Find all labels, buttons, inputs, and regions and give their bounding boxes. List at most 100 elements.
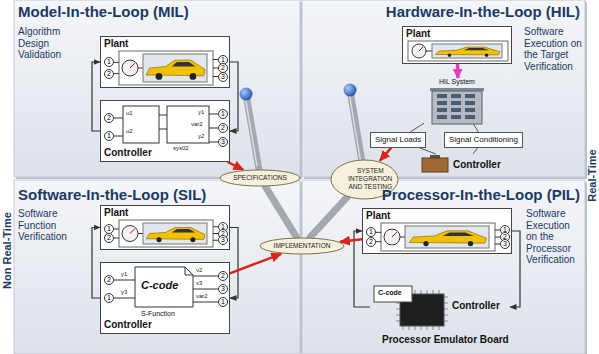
car-wheel xyxy=(448,54,451,57)
cabinet-window xyxy=(465,94,475,98)
signal-name: y1 xyxy=(121,271,127,278)
signal-wire xyxy=(114,280,135,281)
hil-cabinet xyxy=(432,91,482,124)
node-label: Controller xyxy=(452,300,500,312)
panel-text: Software-In-the-Loop (SIL) xyxy=(18,186,206,204)
gauge-symbol xyxy=(384,229,400,245)
gauge-needle xyxy=(392,232,397,237)
car-window xyxy=(172,62,196,66)
gauge-symbol xyxy=(412,44,426,58)
signal-wire xyxy=(114,118,123,119)
car-window xyxy=(443,232,474,236)
node-label: Plant xyxy=(104,38,128,50)
signal-wire xyxy=(114,298,135,299)
panel-text: Software Execution on the Target Verific… xyxy=(524,26,582,72)
stage-label: SYSTEM INTEGRATION AND TESTING xyxy=(342,167,398,190)
node-label: Plant xyxy=(104,207,128,219)
car-body xyxy=(146,228,205,240)
chip-pin xyxy=(396,315,400,316)
port-number: 1 xyxy=(104,131,114,141)
controller-block: Controller21y1y3v2x3var2231C-codeS-Funct… xyxy=(100,262,230,334)
port-number: 2 xyxy=(104,69,114,79)
v-stage-ellipse: SPECIFICATIONS xyxy=(219,169,301,187)
signal-connector xyxy=(92,62,100,131)
plant-block: Plant12123 xyxy=(100,36,230,88)
cabinet-window xyxy=(437,115,447,119)
panel-text: Algorithm Design Validation xyxy=(18,26,84,61)
signal-name: y1 xyxy=(198,109,204,116)
processor-controller: ControllerC-code xyxy=(370,284,510,330)
panel-ground xyxy=(302,0,585,177)
plant-subsystem xyxy=(119,220,213,247)
chip-pin xyxy=(421,326,422,330)
v-model-highlight xyxy=(245,92,361,166)
signal-name: v2 xyxy=(196,267,202,274)
panel-text: Software Execution on the Processor Veri… xyxy=(526,208,582,266)
port-number: 3 xyxy=(218,72,228,82)
chip-pin xyxy=(396,309,400,310)
v-model-arm xyxy=(246,94,259,170)
signal-name: Processor Emulator Board xyxy=(382,334,509,346)
signal-name: var2 xyxy=(196,293,208,300)
v-model-arm xyxy=(266,187,297,237)
node-label: Controller xyxy=(453,159,501,171)
stage-label: IMPLEMENTATION xyxy=(274,242,331,250)
car-body xyxy=(436,47,500,55)
cabinet-window xyxy=(465,108,475,112)
gauge-needle xyxy=(130,229,135,234)
chip-pin xyxy=(396,321,400,322)
chip-pin xyxy=(409,326,410,330)
port-wire xyxy=(376,241,381,242)
gauge-needle xyxy=(419,47,423,51)
chip-pin xyxy=(433,326,434,330)
loop-panel: Hardware-In-the-Loop (HIL)Software Execu… xyxy=(302,0,585,177)
car-picture xyxy=(143,54,207,82)
signal-wire xyxy=(138,233,143,234)
car-window xyxy=(464,48,490,50)
v-model-ball xyxy=(344,84,357,97)
cabinet-window xyxy=(437,101,447,105)
port-number: 2 xyxy=(218,123,228,133)
port-wire xyxy=(114,73,119,74)
port-number: 2 xyxy=(218,271,228,281)
cabinet-window xyxy=(437,108,447,112)
port-wire xyxy=(114,62,119,63)
chip-pin xyxy=(439,290,440,294)
signal-wire xyxy=(159,129,167,130)
side-label: Non Real-Time xyxy=(0,212,13,289)
chip-pin xyxy=(421,290,422,294)
node-label: Plant xyxy=(366,210,390,222)
chip-pin xyxy=(444,321,448,322)
panel-text: Processor-In-the-Loop (PIL) xyxy=(382,186,580,204)
controller-block: Controller21123u1u2y1var2y2sys02 xyxy=(100,100,230,162)
stage-ellipse xyxy=(260,238,344,254)
signal-wire xyxy=(193,276,218,277)
port-number: 1 xyxy=(104,57,114,67)
car-picture xyxy=(432,44,502,58)
page-fold xyxy=(185,267,193,275)
port-number: 3 xyxy=(218,137,228,147)
node-label: Controller xyxy=(104,147,152,159)
port-number: 2 xyxy=(104,113,114,123)
v-model-arm xyxy=(350,90,363,168)
chip-pin xyxy=(427,290,428,294)
signal-connector xyxy=(92,228,100,299)
chip-pin xyxy=(415,290,416,294)
plant-block: Plant12123 xyxy=(362,208,512,254)
port-number: 3 xyxy=(218,284,228,294)
gauge-needle xyxy=(130,63,135,68)
side-label: Real-Time xyxy=(586,149,599,201)
node-label: Plant xyxy=(406,28,430,40)
process-arrow xyxy=(380,148,391,161)
car-picture xyxy=(405,226,489,248)
chip-pin xyxy=(415,326,416,330)
panel-ground xyxy=(302,180,585,354)
signal-wire xyxy=(209,142,218,143)
signal-name: u2 xyxy=(126,128,133,135)
signal-wire xyxy=(193,289,218,290)
loop-panel: Processor-In-the-Loop (PIL) Software Exec… xyxy=(302,180,585,354)
cabinet-window xyxy=(451,101,461,105)
cabinet-window xyxy=(451,108,461,112)
port-number: 1 xyxy=(218,109,228,119)
